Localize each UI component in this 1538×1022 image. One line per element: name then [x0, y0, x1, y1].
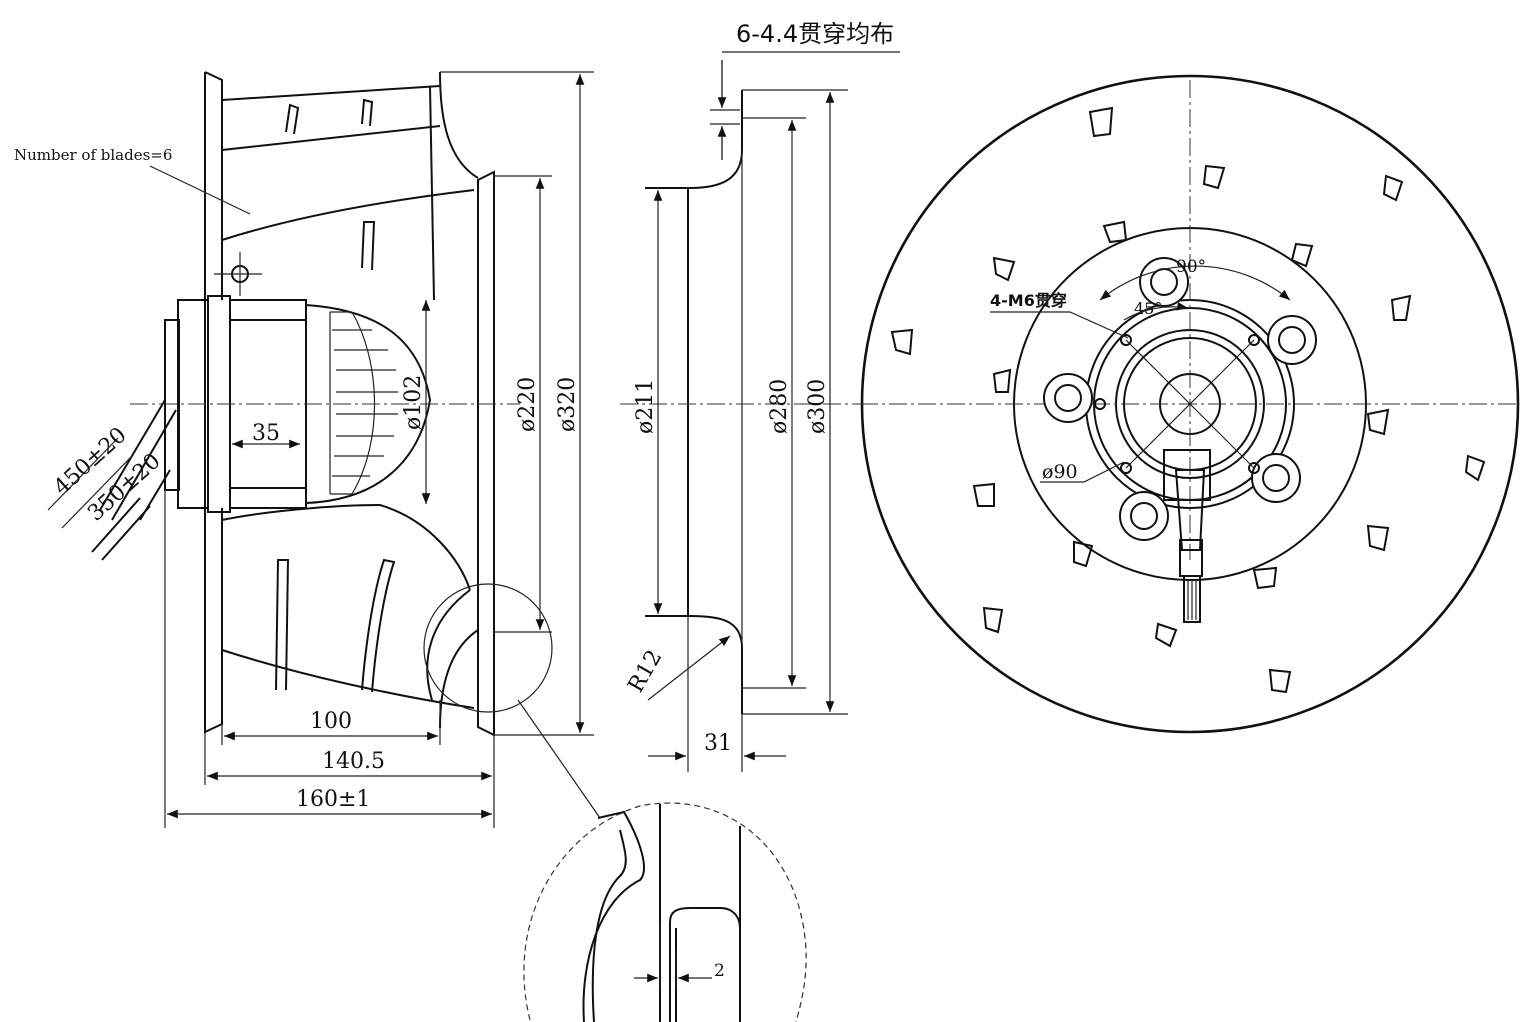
dim-d320: ø320 — [555, 377, 580, 432]
dim-160: 160±1 — [296, 787, 370, 812]
dim-140-5: 140.5 — [322, 749, 385, 774]
dim-d280: ø280 — [767, 379, 792, 434]
dim-100: 100 — [310, 709, 352, 734]
dim-31: 31 — [704, 731, 732, 756]
dim-d220: ø220 — [515, 377, 540, 432]
blade-windows — [890, 106, 1486, 694]
detail-view: 2 — [523, 802, 807, 1022]
dim-d90: ø90 — [1042, 461, 1078, 483]
dim-d211: ø211 — [633, 379, 658, 434]
screws-note: 4-M6贯穿 — [990, 291, 1067, 310]
dim-35: 35 — [252, 421, 280, 446]
blades-note: Number of blades=6 — [14, 146, 172, 164]
dim-d102: ø102 — [401, 375, 426, 430]
angle-90: 90° — [1176, 257, 1206, 277]
side-view: 35 ø102 ø220 ø320 100 140.5 160±1 450±20… — [14, 71, 601, 828]
front-view: 90° 45° 4-M6贯穿 ø90 — [860, 74, 1520, 734]
inlet-ring-section: 6-4.4贯穿均布 ø211 ø280 ø300 R12 31 — [620, 20, 900, 772]
angle-45: 45° — [1134, 299, 1162, 318]
dim-d300: ø300 — [805, 379, 830, 434]
mounting-lugs — [1043, 257, 1317, 541]
dim-gap-2: 2 — [714, 961, 725, 981]
holes-note: 6-4.4贯穿均布 — [736, 20, 894, 48]
